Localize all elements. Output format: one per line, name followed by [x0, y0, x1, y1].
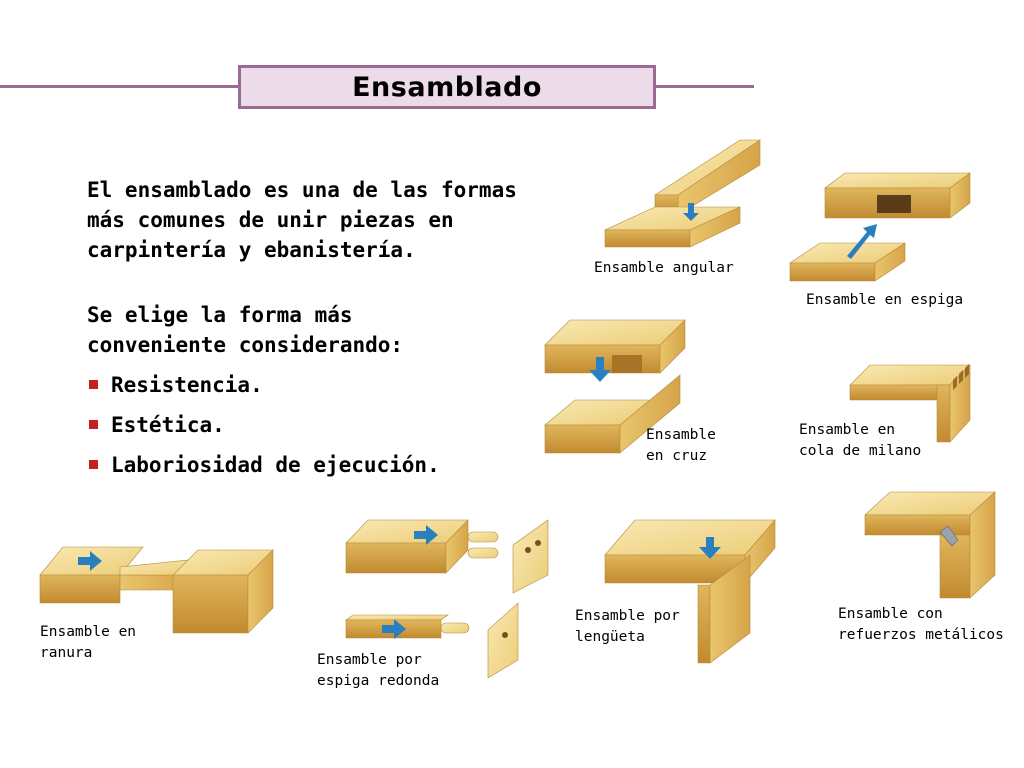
title-rule-left — [0, 85, 238, 88]
caption-ensamble-lengueta: Ensamble por lengüeta — [575, 608, 680, 645]
caption-ensamble-espiga-redonda: Ensamble por espiga redonda — [317, 652, 440, 689]
blue-arrow-icon — [78, 551, 102, 571]
page-title: Ensamblado — [352, 71, 542, 103]
caption-ensamble-ranura: Ensamble en ranura — [40, 624, 137, 661]
intro-line: carpintería y ebanistería. — [87, 238, 416, 262]
title-box: Ensamblado — [238, 65, 656, 109]
ensamble-cruz-illustration — [544, 319, 686, 454]
ensamble-angular-illustration — [604, 139, 761, 248]
title-rule-right — [656, 85, 754, 88]
blue-arrow-icon — [699, 537, 721, 559]
ensamble-lengueta-illustration — [604, 519, 776, 664]
caption-ensamble-angular: Ensamble angular — [594, 260, 734, 276]
ensamble-espiga-redonda-illustration — [345, 519, 549, 679]
intro-paragraph: El ensamblado es una de las formas más c… — [87, 175, 517, 265]
ensamble-milano-illustration — [849, 364, 971, 443]
red-square-bullet-icon — [89, 460, 98, 469]
caption-ensamble-milano: Ensamble en cola de milano — [799, 422, 922, 459]
criteria-list: Resistencia. Estética. Laboriosidad de e… — [87, 370, 440, 490]
ensamble-espiga-illustration — [789, 172, 971, 282]
list-item: Estética. — [87, 410, 440, 450]
ensamble-ranura-illustration — [39, 546, 274, 634]
criteria-line: conveniente considerando: — [87, 333, 404, 357]
blue-arrow-icon — [683, 203, 699, 221]
criteria-paragraph: Se elige la forma más conveniente consid… — [87, 300, 403, 360]
caption-ensamble-metalicos: Ensamble con refuerzos metálicos — [838, 606, 1004, 643]
red-square-bullet-icon — [89, 380, 98, 389]
criteria-line: Se elige la forma más — [87, 303, 353, 327]
blue-arrow-icon — [589, 357, 611, 382]
caption-ensamble-espiga: Ensamble en espiga — [806, 292, 964, 308]
ensamble-metalicos-illustration — [864, 491, 996, 599]
intro-line: más comunes de unir piezas en — [87, 208, 454, 232]
list-item: Laboriosidad de ejecución. — [87, 450, 440, 490]
metal-bracket-icon — [939, 525, 959, 547]
red-square-bullet-icon — [89, 420, 98, 429]
caption-ensamble-cruz: Ensamble en cruz — [646, 427, 716, 464]
blue-arrow-icon — [382, 619, 406, 639]
blue-arrow-icon — [847, 224, 877, 259]
intro-line: El ensamblado es una de las formas — [87, 178, 517, 202]
list-item: Resistencia. — [87, 370, 440, 410]
blue-arrow-icon — [414, 525, 438, 545]
